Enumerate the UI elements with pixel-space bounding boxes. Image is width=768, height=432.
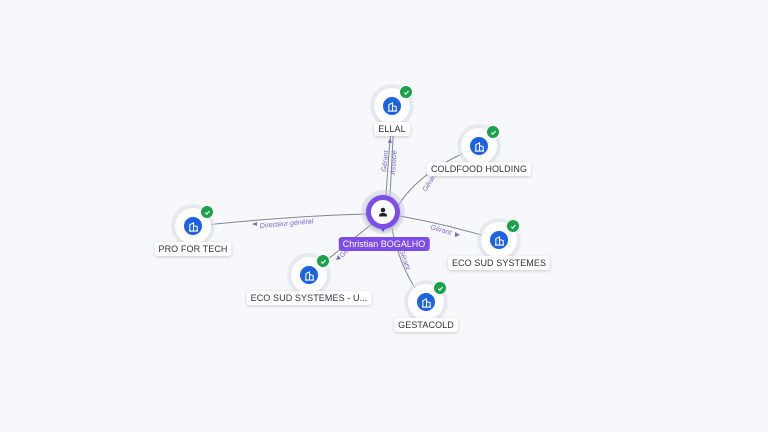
verified-check-icon [506,219,520,233]
person-node[interactable] [366,195,400,229]
verified-check-icon [433,281,447,295]
building-icon [184,217,202,235]
arrow-ecosudu [336,255,341,260]
relation-label-ellal-1: Gérant [381,149,390,172]
arrow-profortech [252,222,257,226]
company-label-eco-sud-systemes[interactable]: ECO SUD SYSTEMES [447,256,551,270]
relation-label-ellal-2: Associé [390,150,399,176]
verified-check-icon [200,205,214,219]
verified-check-icon [316,254,330,268]
company-label-pro-for-tech[interactable]: PRO FOR TECH [154,242,232,256]
person-icon [371,200,395,224]
arrow-ellal [388,138,392,143]
relation-label-profortech: Directeur général [260,218,315,230]
building-icon [470,137,488,155]
company-label-coldfood-holding[interactable]: COLDFOOD HOLDING [426,162,532,176]
company-node-ellal[interactable] [374,85,413,124]
building-icon [490,231,508,249]
verified-check-icon [486,125,500,139]
company-node-pro-for-tech[interactable] [175,205,214,244]
company-label-eco-sud-systemes-u[interactable]: ECO SUD SYSTEMES - U... [246,291,372,305]
edge-profortech [194,213,369,227]
building-icon [417,293,435,311]
verified-check-icon [399,85,413,99]
company-label-ellal[interactable]: ELLAL [374,122,410,136]
company-node-gestacold[interactable] [408,281,447,320]
building-icon [383,97,401,115]
company-node-coldfood-holding[interactable] [461,125,500,164]
company-node-eco-sud-systemes-u[interactable] [291,254,330,293]
company-label-gestacold[interactable]: GESTACOLD [394,318,458,332]
relation-label-gestacold: Gérant [397,248,411,271]
building-icon [300,266,318,284]
person-name-label[interactable]: Christian BOGALHO [338,237,430,251]
arrow-ecosud [455,232,460,237]
company-node-eco-sud-systemes[interactable] [481,219,520,258]
